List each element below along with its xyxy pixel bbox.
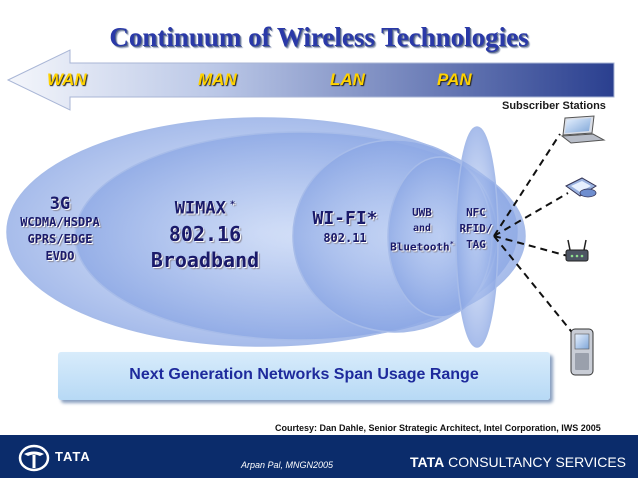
tech-uwb-line: and [412,223,432,234]
slide-title: Continuum of Wireless Technologies [109,22,529,52]
range-label-wan: WAN [47,70,87,89]
footer-bar [0,435,638,478]
tech-3g-line: WCDMA/HSDPA [20,215,100,229]
tech-uwb: UWB and Bluetooth* [384,205,460,256]
courtesy-note: Courtesy: Dan Dahle, Senior Strategic Ar… [275,423,601,433]
tech-3g-line: EVDO [45,249,75,263]
pda-icon [565,177,597,198]
tech-wifi-name: WI-FI* [312,208,378,229]
subscriber-links [493,133,576,337]
tech-nfc-line: RFID/ [459,222,493,235]
range-arrow [6,49,615,111]
tech-nfc: NFC RFID/ TAG [456,205,496,253]
subscriber-stations-label: Subscriber Stations [502,100,606,112]
author-credit: Arpan Pal, MNGN2005 [241,460,334,470]
tech-wifi-line: 802.11 [323,231,367,245]
tata-logo-icon [18,444,50,472]
next-generation-banner: Next Generation Networks Span Usage Rang… [58,352,550,400]
tech-wifi: WI-FI* 802.11 [306,208,384,246]
tech-3g: 3G WCDMA/HSDPA GPRS/EDGE EVDO [4,194,116,265]
tech-3g-name: 3G [49,194,71,214]
tata-brand: TATA [55,449,91,464]
company-name: TATA CONSULTANCY SERVICES [410,454,627,470]
tech-nfc-line: TAG [466,238,486,251]
laptop-icon [560,115,606,144]
diagram-canvas [6,49,615,376]
tech-nfc-line: NFC [466,206,486,219]
range-label-pan: PAN [437,70,472,89]
tech-wimax: WIMAX* 802.16 Broadband [140,193,270,273]
tech-uwb-line: Bluetooth* [390,240,454,254]
router-icon [565,239,589,262]
banner-text: Next Generation Networks Span Usage Rang… [129,366,479,383]
tech-uwb-line: UWB [412,206,432,219]
tech-wimax-name: WIMAX* [174,198,236,219]
tech-wimax-line: 802.16 [168,221,242,246]
tech-3g-line: GPRS/EDGE [27,232,93,246]
phone-icon [570,328,594,376]
range-label-man: MAN [198,70,237,89]
range-label-lan: LAN [330,70,365,89]
tech-wimax-line: Broadband [150,247,260,272]
